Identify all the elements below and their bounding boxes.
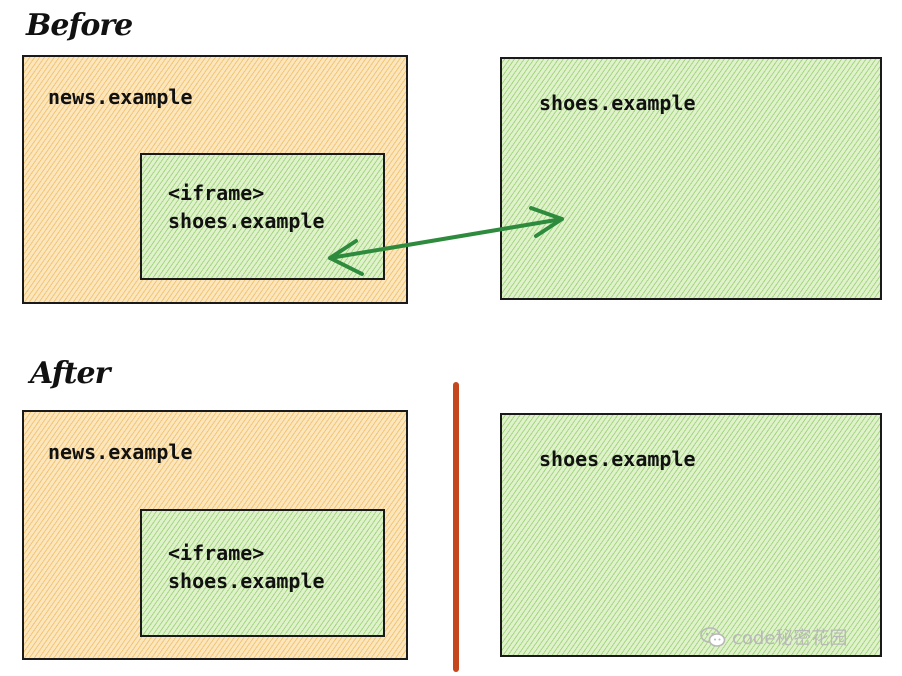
after-news-label: news.example [48, 440, 193, 464]
before-news-label: news.example [48, 85, 193, 109]
wechat-icon [700, 626, 726, 648]
after-news-frame: news.example <iframe> shoes.example [22, 410, 408, 660]
after-iframe-box: <iframe> shoes.example [140, 509, 385, 637]
arrow-head-left [328, 239, 364, 276]
after-shoes-label: shoes.example [539, 447, 696, 471]
after-shoes-window: shoes.example [500, 413, 882, 657]
arrow-head-right [529, 206, 564, 238]
before-shoes-label: shoes.example [539, 91, 696, 115]
after-iframe-tag: <iframe> [168, 541, 265, 565]
before-shoes-window: shoes.example [500, 57, 882, 300]
arrow-shaft [328, 217, 564, 260]
watermark-text: code秘密花园 [732, 628, 848, 649]
before-news-frame: news.example <iframe> shoes.example [22, 55, 408, 304]
partition-divider [453, 382, 459, 672]
before-iframe-tag: <iframe> [168, 181, 265, 205]
after-heading: After [30, 356, 110, 391]
watermark: code秘密花园 [700, 624, 847, 650]
after-iframe-site: shoes.example [168, 569, 325, 593]
before-iframe-site: shoes.example [168, 209, 325, 233]
before-iframe-box: <iframe> shoes.example [140, 153, 385, 280]
before-heading: Before [26, 8, 133, 43]
